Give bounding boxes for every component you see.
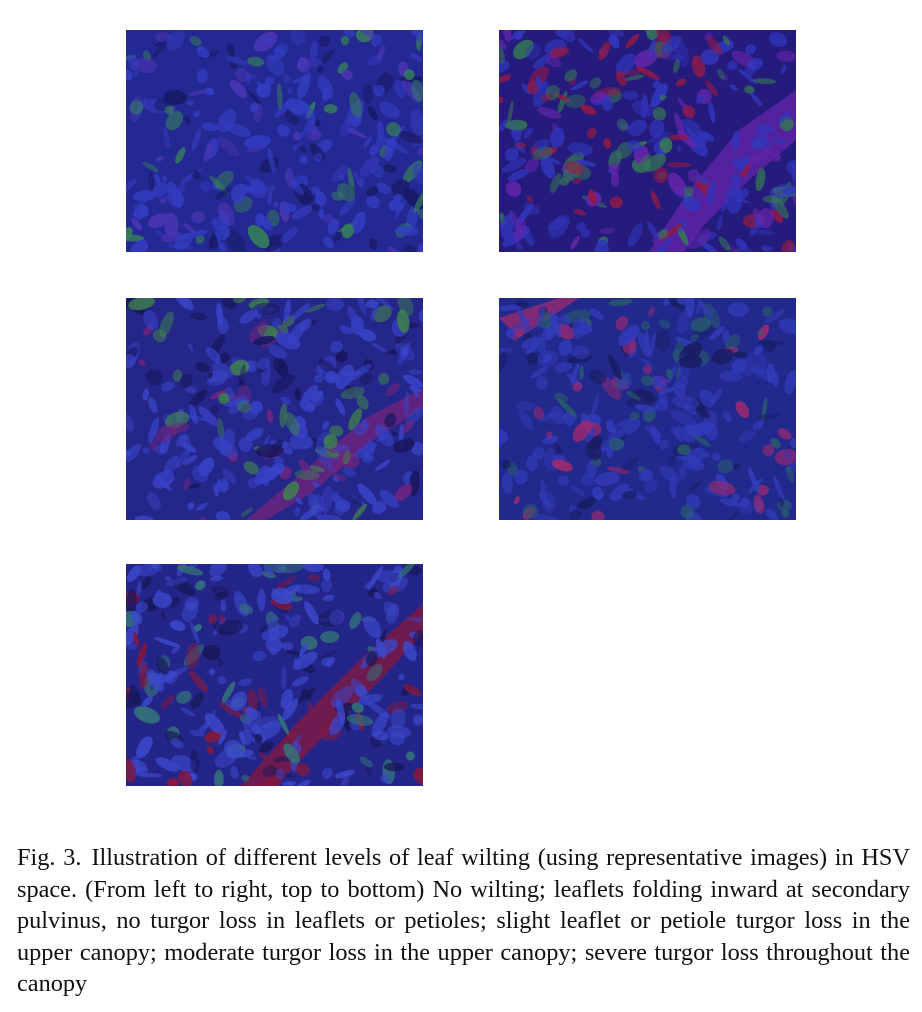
figure-panel-slight-turgor-loss [126, 298, 423, 520]
figure-panel-moderate-turgor-loss [499, 298, 796, 520]
leaf-texture [499, 30, 796, 252]
leaf-texture [499, 298, 796, 520]
hsv-leaf-image-1 [126, 30, 423, 252]
figure-panel-leaflets-folding [499, 30, 796, 252]
figure-caption-text: Illustration of different levels of leaf… [17, 844, 910, 997]
image-shade [126, 298, 423, 520]
hsv-leaf-image-5 [126, 564, 423, 786]
hsv-leaf-image-2 [499, 30, 796, 252]
figure-caption: Fig. 3.Illustration of different levels … [17, 842, 910, 1000]
figure-panel-severe-turgor-loss [126, 564, 423, 786]
leaf-texture [126, 564, 423, 786]
image-shade [126, 30, 423, 252]
leaf-texture [126, 30, 423, 252]
image-shade [126, 564, 423, 786]
leaf-texture [126, 298, 423, 520]
hsv-leaf-image-4 [499, 298, 796, 520]
figure-panel-no-wilting [126, 30, 423, 252]
image-shade [499, 30, 796, 252]
figure-label: Fig. 3. [17, 844, 82, 871]
image-shade [499, 298, 796, 520]
hsv-leaf-image-3 [126, 298, 423, 520]
